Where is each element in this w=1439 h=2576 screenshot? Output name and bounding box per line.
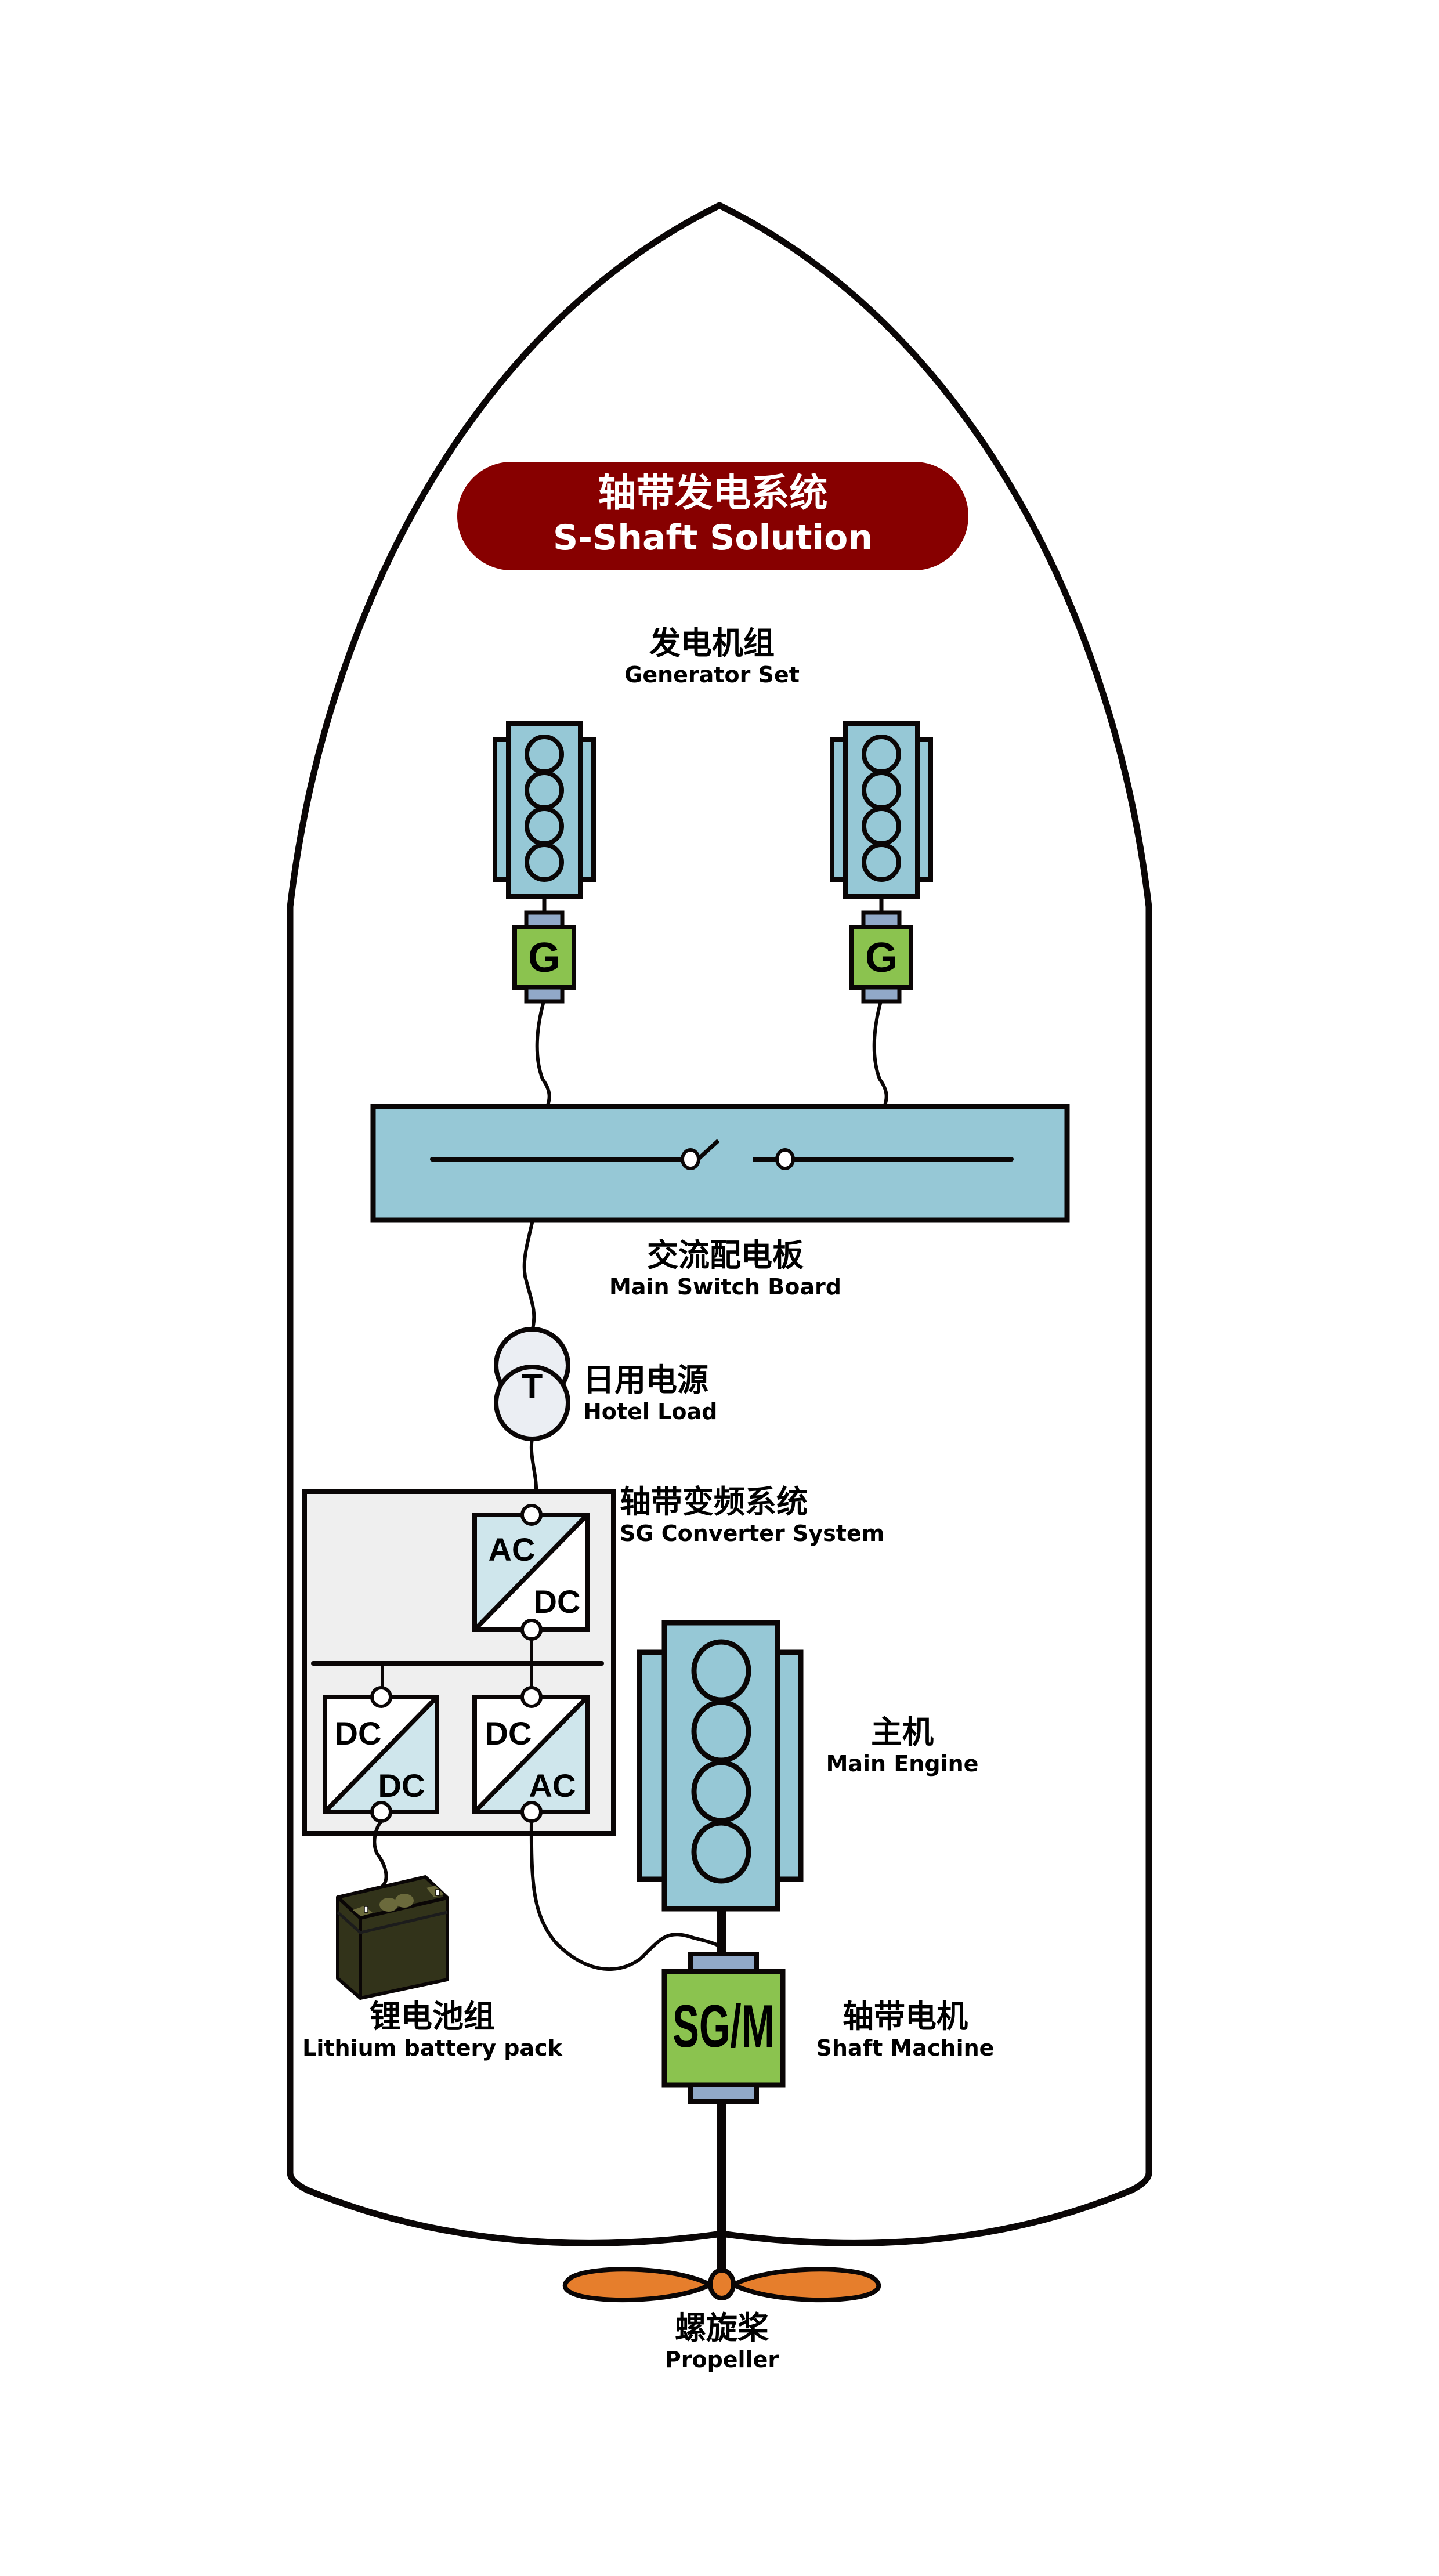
shaft-machine-symbol: SG/M	[673, 1993, 775, 2060]
label-en: Shaft Machine	[816, 2035, 995, 2061]
generator-symbol: G	[865, 935, 898, 981]
diagram-shape	[379, 1898, 398, 1912]
terminal	[520, 1619, 543, 1641]
symbol-label: AC	[489, 1531, 536, 1568]
label-main-engine: 主机 Main Engine	[815, 1714, 989, 1777]
transformer: T	[494, 1327, 570, 1441]
coupling	[861, 985, 902, 1004]
label-cn: 日用电源	[583, 1362, 708, 1398]
cylinder	[691, 1820, 751, 1884]
converter-dc-dc: DC DC	[323, 1686, 439, 1823]
terminal	[520, 1801, 543, 1823]
propeller	[562, 2267, 881, 2303]
label-cn: 轴带电机	[843, 1998, 968, 2035]
cable	[522, 1220, 536, 1329]
generator-set-right: G	[830, 721, 933, 1108]
transformer-symbol: T	[522, 1367, 543, 1406]
label-propeller: 螺旋桨 Propeller	[635, 2310, 809, 2373]
engine-block	[661, 1620, 780, 1912]
label-en: Lithium battery pack	[302, 2035, 562, 2061]
diagram-shape	[370, 1104, 1070, 1223]
terminal	[370, 1686, 392, 1708]
battery-terminal	[435, 1889, 440, 1896]
diagram-shape	[337, 1911, 448, 1934]
title-banner: 轴带发电系统 S-Shaft Solution	[457, 462, 968, 570]
cylinder	[525, 842, 564, 882]
label-generator-set: 发电机组 Generator Set	[596, 625, 828, 688]
terminal	[520, 1686, 543, 1708]
battery-terminal	[364, 1906, 368, 1913]
cable	[872, 1001, 888, 1108]
main-switch-board	[370, 1104, 1070, 1223]
propeller-hub	[708, 2268, 736, 2300]
cylinder	[862, 842, 901, 882]
label-lithium-battery-pack: 锂电池组 Lithium battery pack	[302, 1999, 563, 2061]
diagram-shape	[473, 1695, 589, 1814]
label-hotel-load: 日用电源 Hotel Load	[583, 1362, 717, 1425]
breaker-switch-blade	[696, 1139, 720, 1161]
diagram-shape	[395, 1894, 414, 1908]
label-cn: 轴带变频系统	[620, 1484, 808, 1520]
main-engine	[637, 1620, 804, 1912]
title-en: S-Shaft Solution	[552, 518, 873, 558]
battery-front	[359, 1896, 449, 2000]
diagram-shape	[353, 1906, 373, 1916]
label-sg-converter-system: 轴带变频系统 SG Converter System	[620, 1484, 884, 1547]
terminal	[520, 1504, 543, 1526]
symbol-label: AC	[529, 1767, 576, 1804]
label-shaft-machine: 轴带电机 Shaft Machine	[812, 1999, 998, 2061]
breaker-terminal	[681, 1148, 700, 1170]
label-en: Propeller	[664, 2347, 779, 2372]
label-en: SG Converter System	[620, 1521, 885, 1546]
symbol-label: DC	[335, 1715, 382, 1752]
sg-converter-system: AC DC DC DC DC AC	[302, 1489, 616, 1836]
label-en: Main Switch Board	[609, 1274, 841, 1300]
label-cn: 主机	[871, 1714, 934, 1750]
label-main-switch-board: 交流配电板 Main Switch Board	[609, 1238, 841, 1300]
title-cn: 轴带发电系统	[598, 471, 828, 515]
generator-set-left: G	[493, 721, 596, 1108]
label-en: Hotel Load	[583, 1399, 718, 1424]
label-cn: 发电机组	[649, 625, 775, 661]
converter-ac-dc: AC DC	[472, 1504, 590, 1641]
generator-symbol: G	[528, 935, 561, 981]
breaker-terminal	[775, 1148, 795, 1170]
label-cn: 锂电池组	[370, 1998, 495, 2035]
diagram-shape	[323, 1695, 439, 1814]
diagram-shape	[494, 1327, 570, 1366]
symbol-label: DC	[378, 1767, 425, 1804]
symbol-label: DC	[485, 1715, 532, 1752]
terminal	[370, 1801, 392, 1823]
coupling	[688, 2083, 759, 2104]
label-en: Generator Set	[624, 662, 800, 688]
diagram-shape	[473, 1513, 589, 1631]
coupling	[524, 985, 565, 1004]
propeller-blade-right	[728, 2267, 881, 2303]
cable	[535, 1001, 551, 1108]
label-cn: 交流配电板	[647, 1237, 804, 1273]
lithium-battery	[336, 1875, 449, 2000]
symbol-label: DC	[534, 1583, 581, 1620]
cable	[373, 1820, 388, 1888]
label-cn: 螺旋桨	[675, 2310, 769, 2346]
propeller-blade-left	[562, 2267, 715, 2303]
cable	[529, 1821, 721, 1971]
converter-dc-ac: DC AC	[472, 1686, 590, 1823]
shaft-machine: SG/M	[661, 1952, 786, 2104]
label-en: Main Engine	[826, 1751, 979, 1777]
